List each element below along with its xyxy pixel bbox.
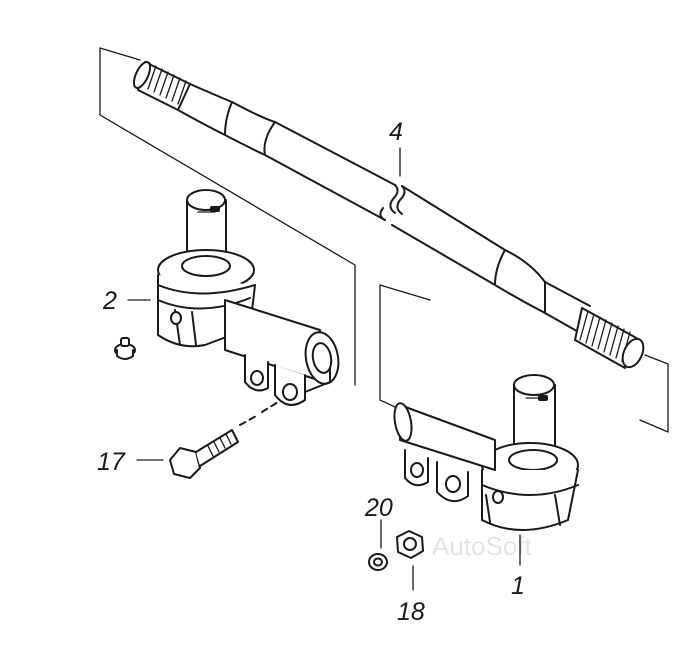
washer [368, 553, 388, 571]
callout-2: 2 [102, 287, 117, 315]
callout-18: 18 [397, 598, 425, 626]
bolt [169, 401, 279, 479]
callout-1: 1 [511, 572, 525, 600]
nut [396, 530, 424, 559]
callout-4: 4 [389, 118, 403, 146]
leader-lines [127, 147, 521, 591]
callout-20: 20 [364, 494, 393, 522]
watermark: AutoSoft [432, 531, 533, 561]
tie-rod-end-left [157, 189, 340, 406]
grease-fitting [114, 337, 136, 360]
callout-17: 17 [97, 448, 126, 476]
rod-plane-outline [99, 47, 669, 433]
tie-rod [132, 61, 645, 369]
tie-rod-end-right [393, 374, 579, 531]
